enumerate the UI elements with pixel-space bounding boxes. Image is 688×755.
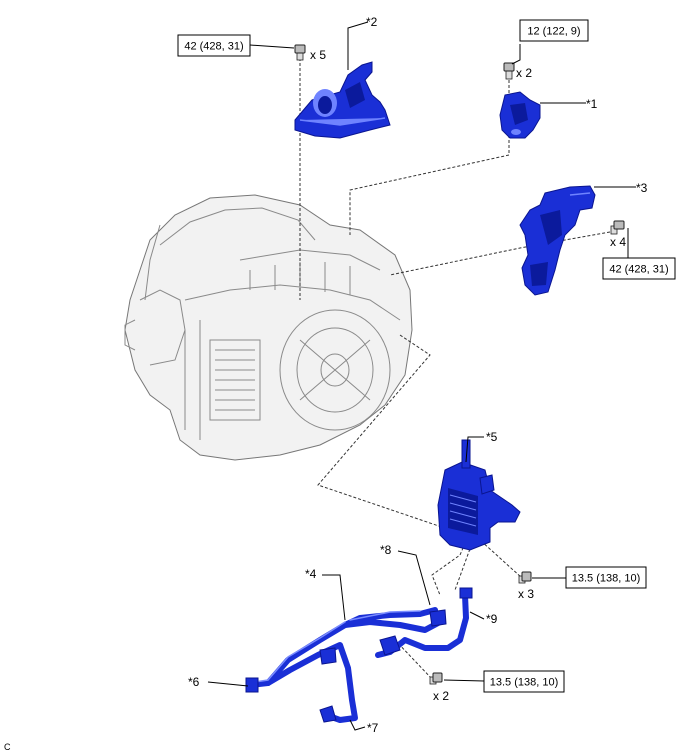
callout-part-1: *1 (586, 97, 598, 111)
figure-code: C (4, 742, 11, 752)
callout-part-2: *2 (366, 15, 378, 29)
svg-text:42 (428, 31): 42 (428, 31) (184, 41, 243, 53)
bracket-part-3 (519, 185, 596, 296)
svg-text:12 (122, 9): 12 (122, 9) (527, 26, 580, 38)
svg-text:42 (428, 31): 42 (428, 31) (609, 264, 668, 276)
quantity-hose: x 2 (433, 689, 449, 703)
callout-part-4: *4 (305, 567, 317, 581)
torque-spec-hose: 13.5 (138, 10) (483, 670, 565, 693)
bolt-bracket-3-icon (610, 220, 625, 235)
bolt-hose-icon (429, 672, 443, 685)
callout-part-3: *3 (636, 181, 648, 195)
callout-part-9: *9 (486, 612, 498, 626)
bracket-part-2 (294, 61, 391, 139)
bolt-cooler-icon (518, 571, 532, 584)
quantity-bracket-1: x 2 (516, 66, 532, 80)
oil-cooler-part-5 (437, 439, 521, 551)
torque-spec-bracket-3: 42 (428, 31) (602, 257, 676, 280)
torque-spec-cooler: 13.5 (138, 10) (565, 566, 647, 589)
callout-part-7: *7 (367, 721, 379, 735)
svg-text:13.5 (138, 10): 13.5 (138, 10) (572, 573, 641, 585)
oil-cooler-hose-assembly (245, 587, 473, 723)
leader-lines (207, 21, 636, 731)
callout-part-8: *8 (380, 543, 392, 557)
bracket-part-1 (499, 91, 541, 139)
bolt-bracket-2-icon (294, 44, 306, 61)
bolt-bracket-1-icon (503, 62, 515, 80)
transaxle-assembly (124, 194, 413, 461)
torque-spec-bracket-2: 42 (428, 31) (177, 34, 251, 57)
svg-text:13.5 (138, 10): 13.5 (138, 10) (490, 677, 559, 689)
quantity-cooler: x 3 (518, 587, 534, 601)
quantity-bracket-2: x 5 (310, 48, 326, 62)
callout-part-5: *5 (486, 430, 498, 444)
torque-spec-bracket-1: 12 (122, 9) (519, 19, 589, 42)
quantity-bracket-3: x 4 (610, 235, 626, 249)
callout-part-6: *6 (188, 675, 200, 689)
